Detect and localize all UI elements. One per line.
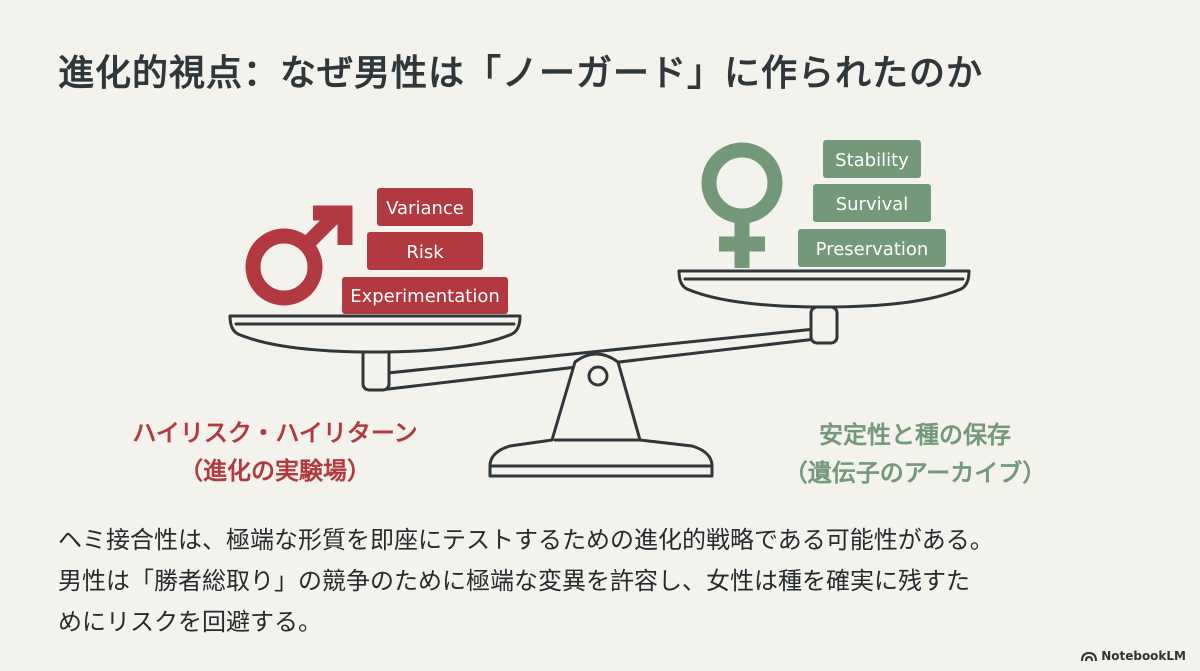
- left-caption-line1: ハイリスク・ハイリターン: [132, 419, 418, 447]
- right-pan: [677, 269, 971, 309]
- left-pan-hanger: [361, 346, 391, 392]
- notebooklm-logo-icon: [1081, 651, 1098, 661]
- block-stability-label: Stability: [835, 150, 909, 171]
- left-blocks: Variance Risk Experimentation: [342, 188, 508, 314]
- page-title: 進化的視点：なぜ男性は「ノーガード」に作られたのか: [58, 53, 984, 94]
- block-preservation: [798, 229, 946, 267]
- block-risk-label: Risk: [406, 242, 444, 263]
- right-caption-line2: （遺伝子のアーカイブ）: [783, 459, 1047, 487]
- right-blocks: Stability Survival Preservation: [798, 140, 946, 267]
- right-pan-hanger: [809, 305, 839, 345]
- block-experimentation-label: Experimentation: [350, 286, 500, 307]
- brand-watermark: NotebookLM: [1081, 649, 1186, 663]
- left-caption: ハイリスク・ハイリターン （進化の実験場）: [110, 414, 440, 490]
- block-preservation-label: Preservation: [816, 239, 929, 260]
- block-variance-label: Variance: [386, 198, 464, 219]
- scale-stand: [488, 352, 714, 478]
- right-caption: 安定性と種の保存 （遺伝子のアーカイブ）: [760, 416, 1070, 492]
- right-caption-line1: 安定性と種の保存: [819, 421, 1011, 449]
- block-survival: [813, 184, 931, 222]
- block-risk: [367, 232, 483, 270]
- block-variance: [377, 188, 473, 226]
- block-experimentation: [342, 277, 508, 314]
- body-text-line1: ヘミ接合性は、極端な形質を即座にテストするための進化的戦略である可能性がある。: [58, 526, 994, 554]
- male-symbol-icon: [245, 205, 353, 306]
- scale-pivot: [587, 365, 609, 387]
- body-text-line3: めにリスクを回避する。: [58, 608, 322, 636]
- left-caption-line2: （進化の実験場）: [179, 457, 371, 485]
- body-text: ヘミ接合性は、極端な形質を即座にテストするための進化的戦略である可能性がある。 …: [58, 520, 1158, 643]
- left-pan: [228, 314, 522, 354]
- body-text-line2: 男性は「勝者総取り」の競争のために極端な変異を許容し、女性は種を確実に残すた: [58, 567, 970, 595]
- block-stability: [823, 140, 921, 178]
- brand-label: NotebookLM: [1101, 649, 1186, 663]
- block-survival-label: Survival: [836, 194, 909, 215]
- female-symbol-icon: [701, 142, 783, 268]
